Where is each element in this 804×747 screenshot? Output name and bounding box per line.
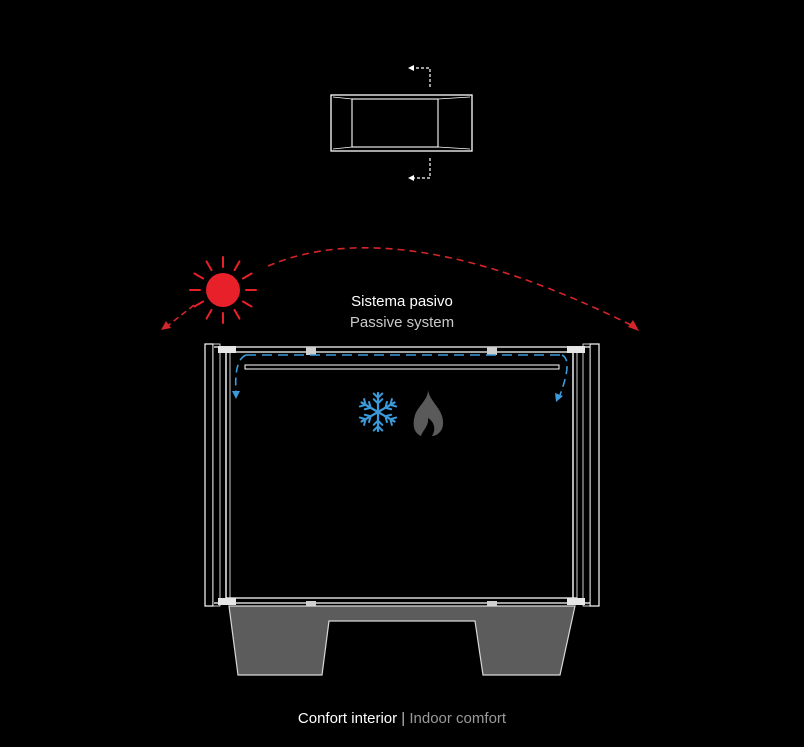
module-structure: [204, 343, 600, 608]
foundation: [228, 605, 576, 676]
plan-view: [330, 94, 473, 152]
caption-english: Indoor comfort: [409, 710, 507, 727]
system-title-spanish: Sistema pasivo: [351, 293, 453, 310]
section-cut-marker-bottom: [408, 158, 431, 181]
flame-icon: [413, 390, 444, 436]
system-title-english: Passive system: [349, 314, 455, 331]
air-circulation-flow: [232, 354, 568, 402]
caption: Confort interior | Indoor comfort: [0, 710, 804, 727]
sun-path-arc: [161, 247, 639, 331]
sun-icon: [189, 256, 257, 324]
caption-separator: |: [397, 710, 410, 727]
caption-spanish: Confort interior: [297, 710, 398, 727]
section-cut-marker-top: [408, 65, 431, 87]
snowflake-icon: [358, 391, 398, 433]
